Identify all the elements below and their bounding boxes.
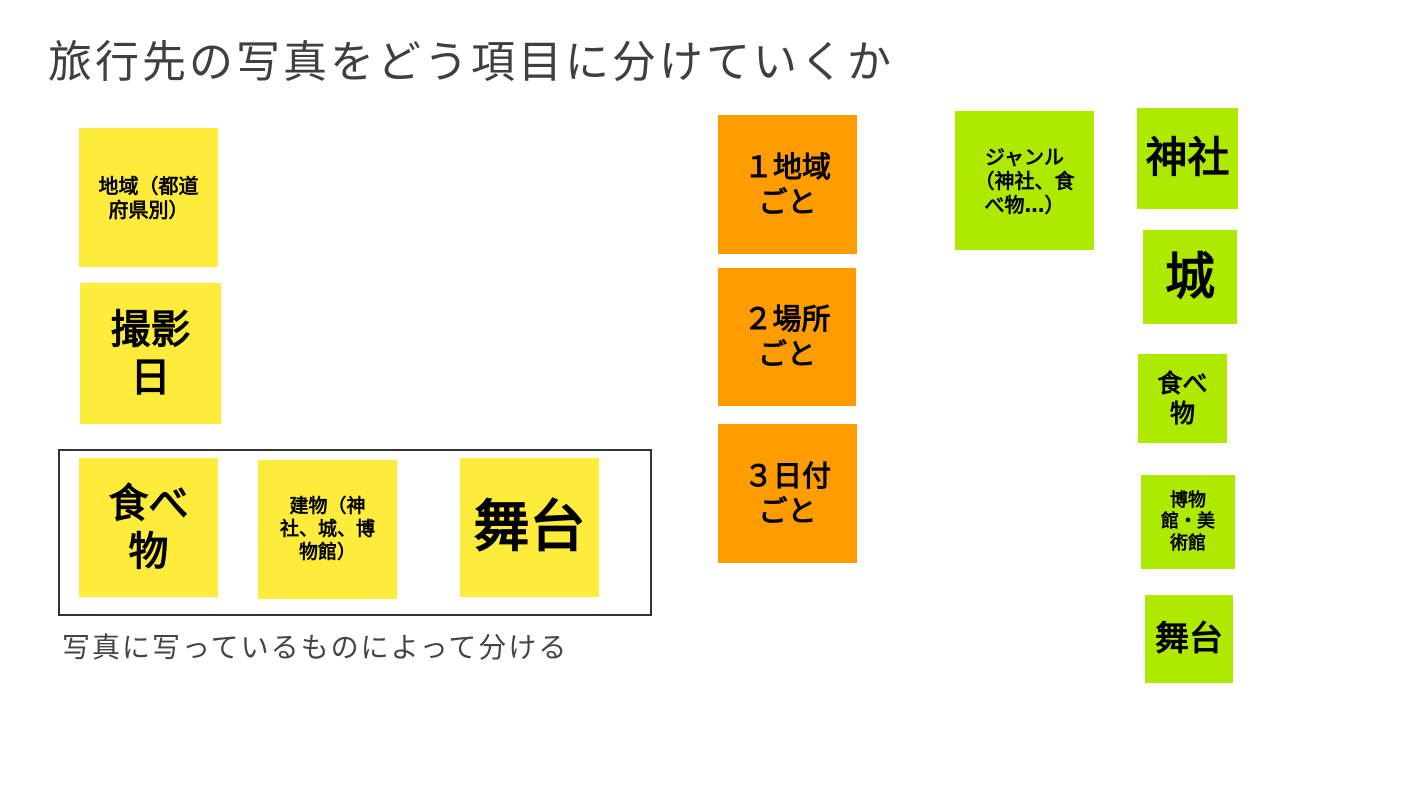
sticky-note-food[interactable]: 食べ 物 <box>79 458 218 597</box>
sticky-note-stage[interactable]: 舞台 <box>460 458 599 597</box>
note-line: ３日付 <box>743 458 831 493</box>
note-line: 地域（都道 <box>98 173 199 198</box>
note-line: 府県別） <box>108 197 189 222</box>
sticky-note-building[interactable]: 建物（神 社、城、博 物館） <box>258 460 397 599</box>
note-line: １地域 <box>743 149 831 184</box>
note-line: 物館） <box>298 540 356 563</box>
sticky-note-by-place[interactable]: ２場所 ごと <box>718 268 856 406</box>
sticky-note-by-region[interactable]: １地域 ごと <box>718 115 857 254</box>
note-line: ジャンル <box>985 144 1064 169</box>
group-frame <box>58 449 652 616</box>
sticky-note-food-genre[interactable]: 食べ 物 <box>1138 354 1227 443</box>
note-line: 食べ <box>108 480 189 527</box>
note-line: ごと <box>758 493 817 528</box>
sticky-note-stage-genre[interactable]: 舞台 <box>1145 595 1233 683</box>
note-line: 食べ <box>1157 368 1208 398</box>
sticky-note-museum[interactable]: 博物 館・美 術館 <box>1141 475 1235 569</box>
note-line: 社、城、博 <box>279 518 375 541</box>
sticky-note-genre[interactable]: ジャンル （神社、食 べ物…） <box>955 111 1094 250</box>
note-line: 神社 <box>1145 133 1230 183</box>
note-line: 博物 <box>1170 489 1206 511</box>
note-line: べ物…） <box>984 192 1065 217</box>
sticky-note-shrine[interactable]: 神社 <box>1137 108 1238 209</box>
note-line: 撮影 <box>110 306 191 353</box>
note-line: 日 <box>130 354 171 401</box>
note-line: 建物（神 <box>289 495 366 518</box>
note-line: 舞台 <box>1155 618 1223 659</box>
note-line: ごと <box>757 337 816 371</box>
note-line: 物 <box>1169 398 1195 428</box>
sticky-note-date[interactable]: 撮影 日 <box>80 283 221 424</box>
sticky-note-castle[interactable]: 城 <box>1143 230 1237 324</box>
note-line: 術館 <box>1170 532 1206 554</box>
sticky-note-region[interactable]: 地域（都道 府県別） <box>79 128 218 267</box>
note-line: ２場所 <box>743 302 831 337</box>
slide-title: 旅行先の写真をどう項目に分けていくか <box>48 37 894 88</box>
note-line: 舞台 <box>473 494 586 560</box>
sticky-note-by-date[interactable]: ３日付 ごと <box>718 424 857 563</box>
note-line: 館・美 <box>1161 511 1215 533</box>
group-caption: 写真に写っているものによって分ける <box>62 631 569 664</box>
note-line: （神社、食 <box>974 168 1075 193</box>
note-line: 城 <box>1165 248 1215 306</box>
note-line: 物 <box>128 528 169 575</box>
note-line: ごと <box>758 184 817 219</box>
